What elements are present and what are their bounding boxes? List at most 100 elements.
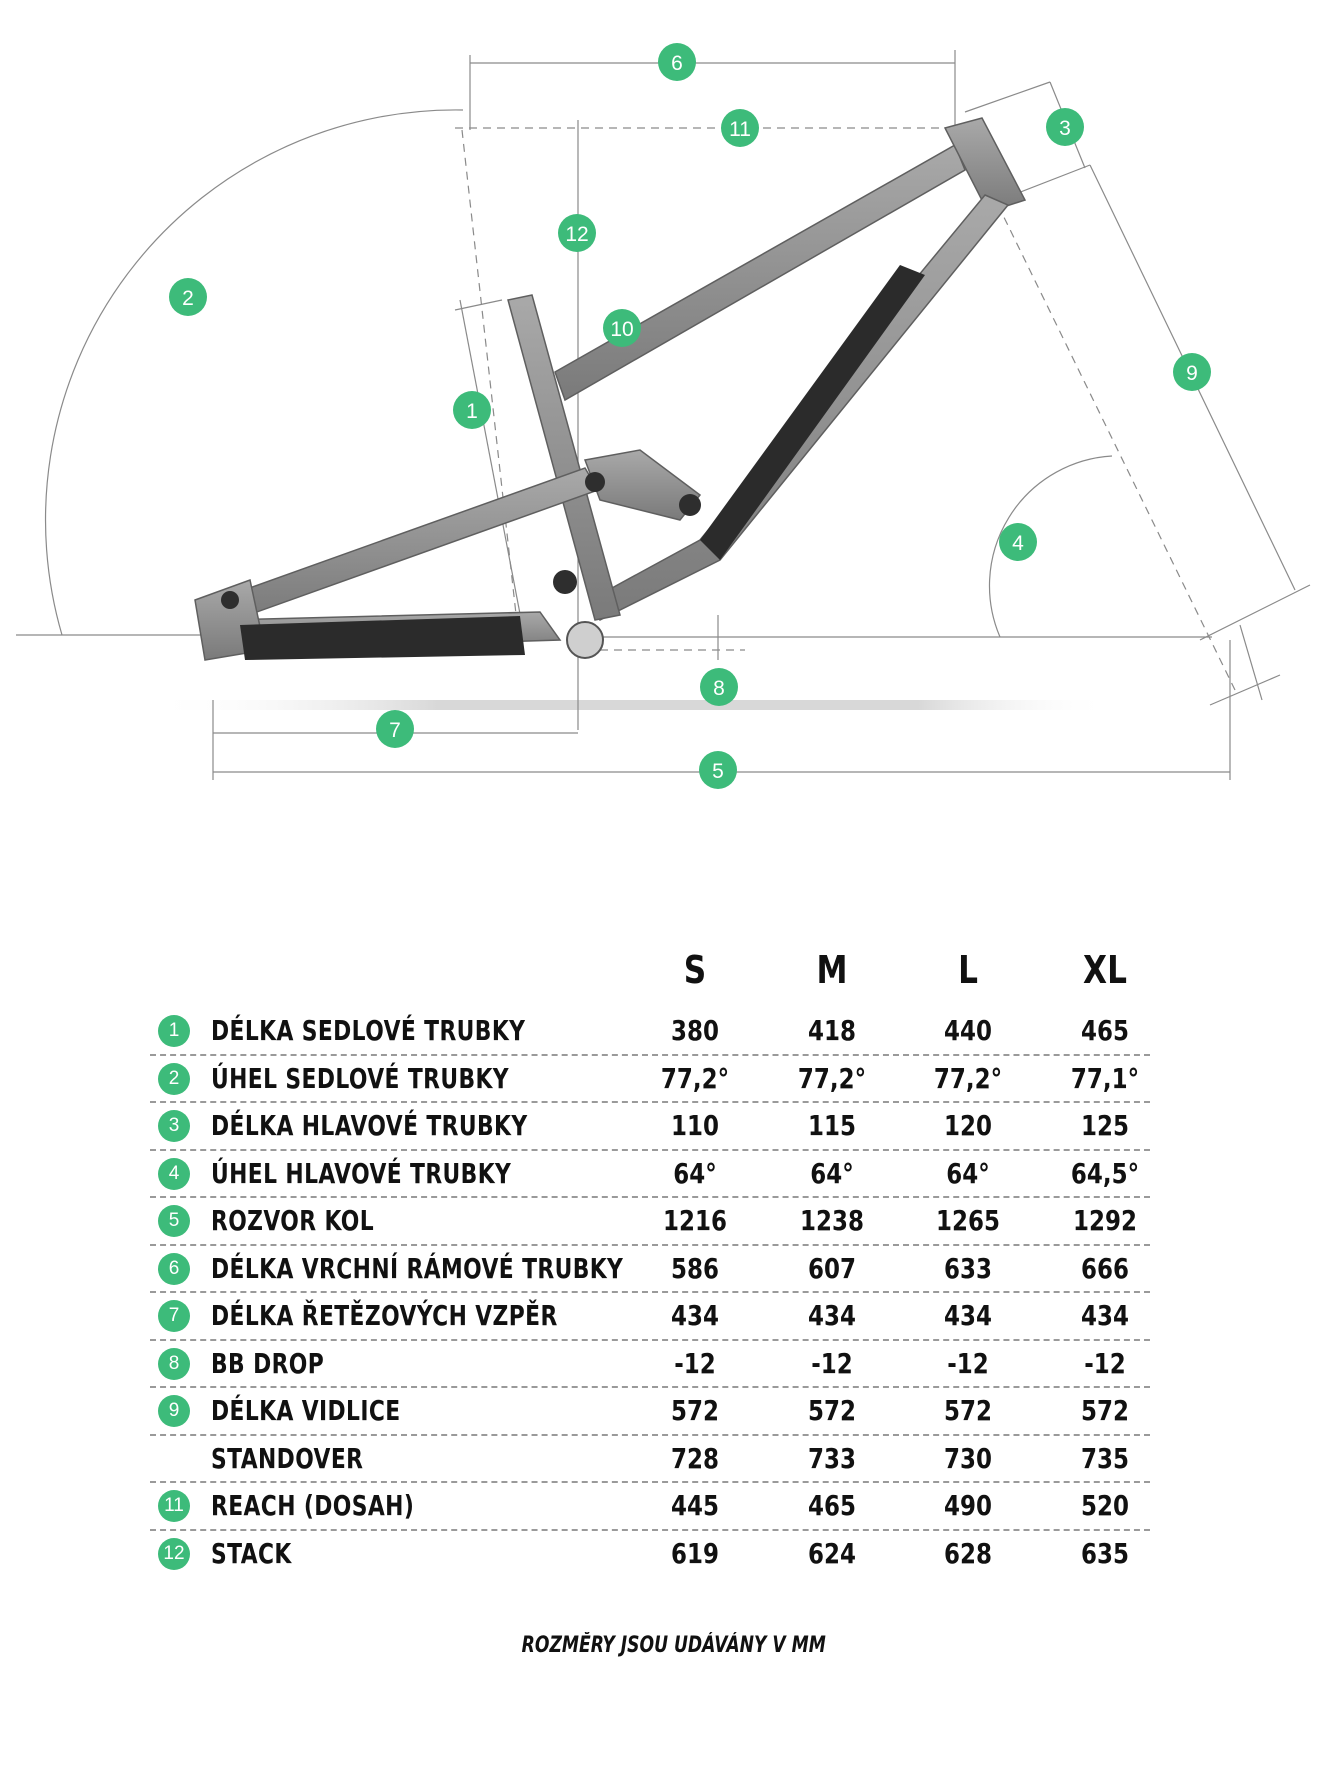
dimension-lines — [16, 50, 1311, 780]
badge-10: 10 — [603, 309, 641, 347]
row-value: 728 — [671, 1441, 719, 1475]
row-value: 1292 — [1073, 1204, 1137, 1237]
row-label: DÉLKA VIDLICE — [211, 1394, 401, 1427]
size-header-m: M — [816, 948, 848, 992]
row-value: 380 — [671, 1014, 719, 1047]
row-value: 434 — [808, 1299, 856, 1332]
row-number-badge: 12 — [158, 1537, 190, 1570]
badge-3: 3 — [1046, 108, 1084, 146]
row-value: 572 — [671, 1394, 719, 1427]
units-note: ROZMĚRY JSOU UDÁVÁNY V MM — [521, 1633, 826, 1658]
row-value: 520 — [1081, 1489, 1129, 1522]
row-label: ÚHEL SEDLOVÉ TRUBKY — [211, 1061, 510, 1095]
svg-text:2: 2 — [182, 287, 194, 310]
row-label: REACH (DOSAH) — [211, 1489, 415, 1522]
row-value: -12 — [1084, 1346, 1126, 1380]
row-value: 445 — [671, 1489, 719, 1522]
row-value: 77,2° — [933, 1061, 1003, 1095]
row-label: BB DROP — [211, 1346, 325, 1380]
size-header-s: S — [683, 948, 707, 992]
row-label: STACK — [211, 1536, 292, 1570]
badge-2: 2 — [169, 278, 207, 316]
svg-text:11: 11 — [729, 118, 751, 141]
row-value: 465 — [808, 1489, 856, 1522]
row-value: 572 — [1081, 1394, 1129, 1427]
row-value: 125 — [1081, 1109, 1129, 1142]
row-value: -12 — [811, 1346, 853, 1380]
row-value: 418 — [808, 1014, 856, 1047]
row-value: 120 — [944, 1109, 992, 1142]
badge-6: 6 — [658, 43, 696, 81]
row-number-badge: 5 — [158, 1205, 190, 1237]
row-number-badge: 2 — [158, 1062, 190, 1095]
row-value: 624 — [808, 1536, 856, 1570]
row-value: 77,2° — [797, 1061, 867, 1095]
row-label: DÉLKA VRCHNÍ RÁMOVÉ TRUBKY — [211, 1251, 624, 1285]
row-value: 434 — [1081, 1299, 1129, 1332]
row-label: STANDOVER — [211, 1441, 364, 1475]
row-value: -12 — [947, 1346, 989, 1380]
row-number-badge: 4 — [158, 1157, 190, 1190]
table-row: 12 STACK 619 624 628 635 — [150, 1531, 1150, 1579]
row-label: DÉLKA HLAVOVÉ TRUBKY — [211, 1109, 528, 1142]
row-label: DÉLKA ŘETĚZOVÝCH VZPĚR — [211, 1299, 558, 1332]
row-value: 628 — [944, 1536, 992, 1570]
table-row: 5 ROZVOR KOL 1216 1238 1265 1292 — [150, 1198, 1150, 1246]
svg-text:1: 1 — [466, 400, 478, 423]
row-value: 434 — [671, 1299, 719, 1332]
frame-geometry-diagram: 1 2 3 4 5 6 7 8 9 10 11 12 — [16, 43, 1311, 789]
badge-5: 5 — [699, 751, 737, 789]
badge-9: 9 — [1173, 353, 1211, 391]
row-value: 115 — [808, 1109, 856, 1142]
row-value: 635 — [1081, 1536, 1129, 1570]
table-row: 9 DÉLKA VIDLICE 572 572 572 572 — [150, 1388, 1150, 1436]
svg-text:7: 7 — [389, 719, 401, 742]
badge-4: 4 — [999, 523, 1037, 561]
row-value: 1238 — [800, 1204, 864, 1237]
size-header-row: S M L XL — [150, 948, 1150, 1008]
row-value: 572 — [808, 1394, 856, 1427]
size-header-xl: XL — [1083, 948, 1127, 992]
row-value: 440 — [944, 1014, 992, 1047]
frame-details — [221, 265, 925, 660]
bike-frame — [194, 117, 1027, 661]
row-label: ROZVOR KOL — [211, 1204, 375, 1237]
row-value: 110 — [671, 1109, 719, 1142]
row-value: 1265 — [936, 1204, 1000, 1237]
row-number-badge: 1 — [158, 1015, 190, 1047]
svg-text:3: 3 — [1059, 117, 1071, 140]
svg-text:4: 4 — [1012, 532, 1024, 555]
row-number-badge: 7 — [158, 1300, 190, 1332]
row-value: 434 — [944, 1299, 992, 1332]
row-value: 77,1° — [1070, 1061, 1140, 1095]
table-row: 2 ÚHEL SEDLOVÉ TRUBKY 77,2° 77,2° 77,2° 77,1° — [150, 1056, 1150, 1103]
badge-7: 7 — [376, 710, 414, 748]
row-value: 730 — [944, 1441, 992, 1475]
row-label: ÚHEL HLAVOVÉ TRUBKY — [211, 1156, 512, 1190]
row-number-badge: 6 — [158, 1252, 190, 1285]
row-number-badge: 9 — [158, 1395, 190, 1427]
row-value: 735 — [1081, 1441, 1129, 1475]
svg-text:6: 6 — [671, 52, 683, 75]
row-value: 572 — [944, 1394, 992, 1427]
row-value: 619 — [671, 1536, 719, 1570]
row-value: 77,2° — [660, 1061, 730, 1095]
size-header-l: L — [958, 948, 978, 992]
row-number-badge: 8 — [158, 1347, 190, 1380]
row-value: 64° — [810, 1156, 854, 1190]
row-value: 666 — [1081, 1251, 1129, 1285]
row-value: 64,5° — [1070, 1156, 1140, 1190]
ground-shadow — [150, 700, 1110, 710]
row-value: 1216 — [663, 1204, 727, 1237]
table-row: 7 DÉLKA ŘETĚZOVÝCH VZPĚR 434 434 434 434 — [150, 1293, 1150, 1341]
badge-8: 8 — [700, 668, 738, 706]
row-value: 633 — [944, 1251, 992, 1285]
